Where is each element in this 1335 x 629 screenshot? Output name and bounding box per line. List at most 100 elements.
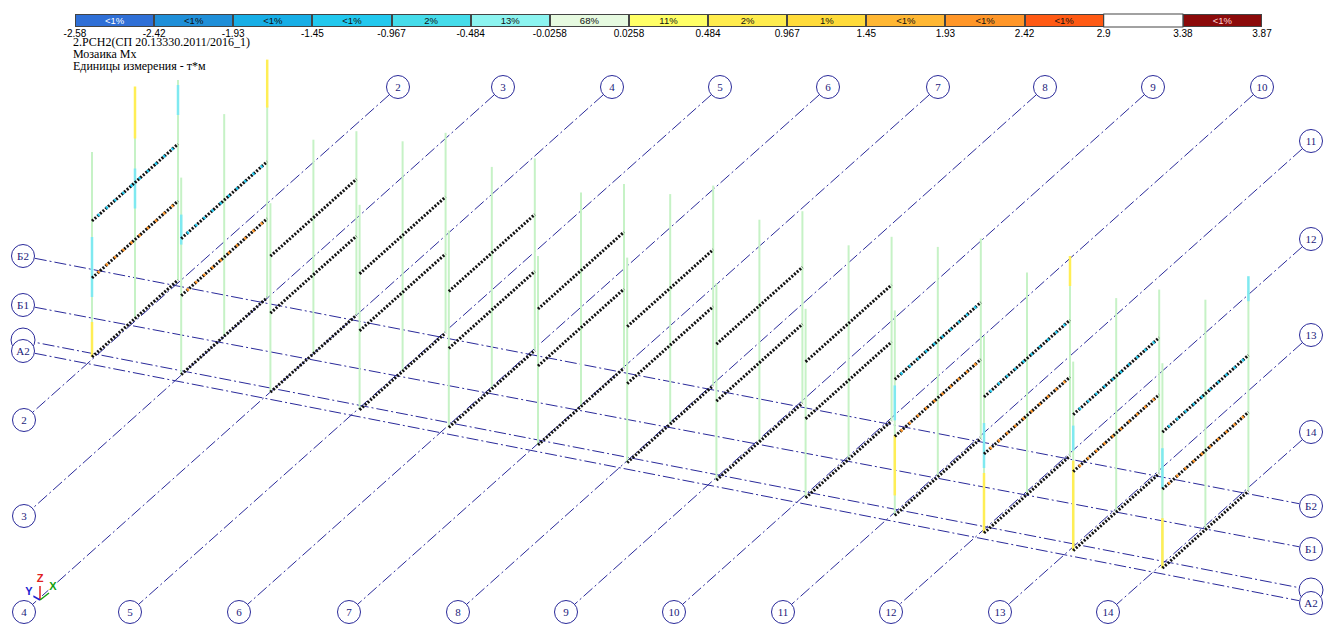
axis-name: 7	[935, 81, 941, 93]
axis-name: 4	[609, 81, 615, 93]
beam-dots	[984, 320, 1070, 397]
axis-marker: 7	[337, 600, 361, 624]
axis-marker: 5	[708, 75, 732, 99]
moment-bar	[1072, 362, 1074, 551]
moment-bar	[1247, 291, 1249, 491]
axis-name: 8	[455, 606, 461, 618]
axis-marker: 3	[491, 75, 515, 99]
beam-dots	[538, 232, 624, 309]
axis-name: 6	[825, 81, 831, 93]
percent-text: 2%	[424, 16, 438, 26]
axis-arrow	[39, 586, 41, 600]
axis-name: 6	[236, 606, 242, 618]
marker-outline	[1251, 76, 1274, 99]
marker-outline	[13, 409, 36, 432]
beam-dots	[360, 333, 446, 410]
axis-marker: А2	[1299, 591, 1323, 615]
axis-name: 8	[1042, 81, 1048, 93]
beam-dots	[449, 350, 535, 427]
marker-outline	[880, 601, 903, 624]
marker-outline	[927, 76, 950, 99]
scale-value: 3.38	[1173, 28, 1192, 39]
axis-arrow	[33, 596, 40, 600]
moment-bar	[1161, 448, 1164, 488]
axis-name: 10	[669, 606, 680, 618]
units-note: Единицы измерения - т*м	[73, 60, 206, 73]
marker-outline	[1142, 76, 1165, 99]
beam-dots	[806, 285, 892, 362]
axis-marker: 11	[1299, 129, 1323, 153]
beam-dots	[1162, 355, 1248, 432]
beam-dots	[984, 377, 1070, 454]
moment-bar	[445, 133, 447, 333]
axis-name: Б1	[1305, 543, 1317, 555]
beam-dots	[1162, 355, 1248, 432]
scale-value: 1.45	[857, 28, 876, 39]
axis-line	[35, 353, 1299, 600]
scale-cell: <1%	[75, 14, 154, 27]
moment-bar	[980, 238, 982, 438]
moment-bar	[1161, 363, 1163, 568]
percent-text: 2%	[741, 16, 755, 26]
scale-cell: 13%	[471, 14, 550, 27]
moment-bar	[983, 473, 986, 533]
axis-letter: Y	[24, 585, 33, 597]
moment-bar	[491, 167, 493, 389]
moment-bar	[134, 87, 137, 139]
marker-outline	[555, 601, 578, 624]
scale-value: -0.484	[456, 28, 484, 39]
marker-outline	[1034, 76, 1057, 99]
percent-text: <1%	[263, 16, 282, 26]
axis-line	[23, 340, 1311, 590]
scale-cell: <1%	[1183, 14, 1262, 27]
beam-dots	[92, 144, 178, 221]
axis-line	[33, 95, 603, 604]
axis-marker: 6	[816, 75, 840, 99]
beam-dots	[1073, 474, 1159, 551]
moment-bar	[1115, 298, 1117, 512]
scale-value: -1.45	[301, 28, 324, 39]
axis-marker: 8	[1033, 75, 1057, 99]
beam-dots	[360, 197, 446, 274]
marker-outline	[12, 340, 35, 363]
scale-cell: <1%	[154, 14, 233, 27]
axis-line	[900, 247, 1302, 604]
moment-bar	[937, 247, 939, 477]
percent-text: 13%	[501, 16, 520, 26]
marker-outline	[1300, 228, 1323, 251]
percent-text: <1%	[342, 16, 361, 26]
axis-name: Б1	[17, 299, 29, 311]
percent-text: 68%	[580, 16, 599, 26]
moment-bar	[91, 322, 94, 357]
axis-marker: 8	[446, 600, 470, 624]
scale-value: 2.9	[1097, 28, 1111, 39]
scale-cell: <1%	[945, 14, 1024, 27]
axis-marker: 9	[1141, 75, 1165, 99]
scale-cell: 2%	[392, 14, 471, 27]
percent-text: 1%	[820, 16, 834, 26]
axis-marker: Б1	[11, 293, 35, 317]
beam-dots	[1073, 395, 1159, 472]
marker-outline	[12, 245, 35, 268]
beam-dots	[181, 298, 267, 375]
beam-dots	[360, 254, 446, 331]
scale-cell: 2%	[708, 14, 787, 27]
axis-name: 14	[1306, 426, 1317, 438]
axis-name: 7	[346, 606, 352, 618]
axis-name: 9	[563, 606, 569, 618]
axis-line	[467, 95, 1036, 604]
axis-marker: 10	[662, 600, 686, 624]
beam-dots	[716, 403, 802, 480]
moment-bar	[134, 169, 137, 209]
axis-marker: Б1	[1299, 537, 1323, 561]
axis-marker: 11	[771, 600, 795, 624]
axis-marker: 2	[386, 75, 410, 99]
marker-outline	[119, 601, 142, 624]
axis-line	[792, 149, 1302, 604]
axis-marker: 14	[1096, 600, 1120, 624]
moment-bar	[758, 220, 760, 442]
moment-bar	[848, 245, 850, 459]
marker-outline	[817, 76, 840, 99]
